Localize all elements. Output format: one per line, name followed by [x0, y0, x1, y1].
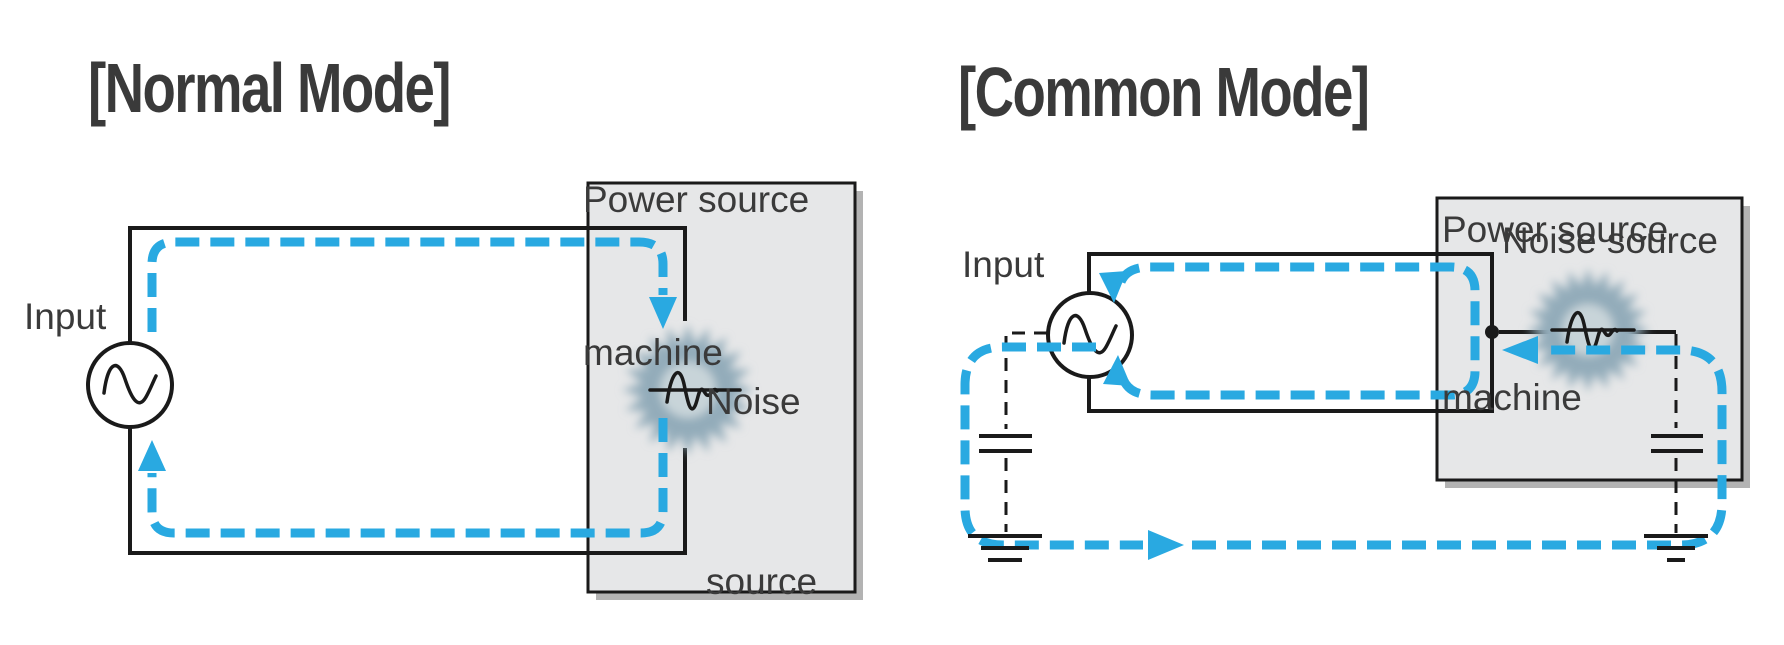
power-source-machine-label: Power source machine [583, 72, 809, 480]
input-label: Input [962, 244, 1045, 285]
ground-icon [968, 534, 1042, 562]
current-arrow-down-icon [649, 297, 677, 329]
input-label: Input [24, 296, 107, 337]
capacitor-icon [979, 434, 1032, 453]
capacitor-icon [1651, 434, 1703, 453]
circuit-wire-bottom [128, 427, 687, 555]
noise-source-label: Noise source [1502, 220, 1718, 261]
noise-current-path-return-right [1192, 345, 1727, 550]
common-mode-title: [Common Mode] [958, 53, 1370, 131]
power-label-line2: machine [1442, 377, 1582, 418]
common-mode-panel-graphics [960, 196, 1750, 562]
current-arrow-up-icon [1103, 355, 1131, 386]
noise-current-path-return-left [960, 342, 1143, 550]
junction-dot [1485, 325, 1499, 339]
stray-capacitance-right [1651, 334, 1703, 533]
power-label-line1: Power source [583, 179, 810, 220]
ground-icon [1644, 534, 1708, 562]
current-arrow-right-icon [1148, 530, 1184, 560]
current-arrow-left-icon [1502, 336, 1538, 364]
circuit-wire-top [128, 226, 687, 343]
current-arrow-down-icon [1099, 271, 1127, 303]
normal-mode-panel-graphics [86, 181, 863, 600]
power-label-line2: machine [583, 332, 723, 373]
current-arrow-up-icon [138, 440, 166, 471]
noise-current-path-bottom [147, 418, 668, 538]
stray-capacitance-left [979, 331, 1047, 532]
noise-current-path-inner [1116, 262, 1480, 400]
noise-current-path-top [147, 237, 668, 332]
noise-label-line2: source [706, 561, 818, 602]
noise-wave-glyph [648, 370, 742, 411]
circuit-wire [1087, 252, 1494, 413]
noise-source-label: Noise source [706, 252, 817, 645]
power-label-line1: Power source [1442, 209, 1669, 250]
ac-source-icon [86, 341, 174, 429]
noise-label-line1: Noise [706, 381, 801, 422]
normal-mode-title: [Normal Mode] [88, 49, 451, 127]
noise-wave-glyph [1550, 310, 1636, 351]
power-source-machine-label: Power source machine [1442, 90, 1668, 538]
